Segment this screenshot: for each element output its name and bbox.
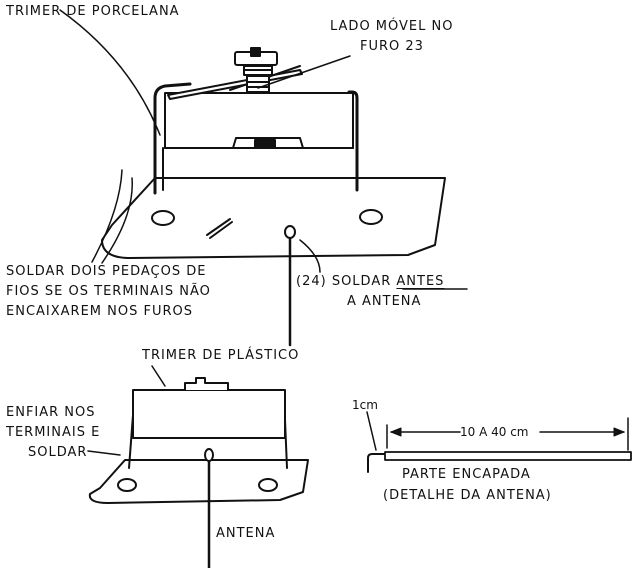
leader-solder-wires-2 bbox=[101, 177, 133, 264]
label-one-cm: 1cm bbox=[352, 398, 378, 412]
dimension-arrow-right bbox=[613, 427, 625, 437]
top-circuit-board bbox=[101, 177, 446, 259]
label-solder-wires-line3: ENCAIXAREM NOS FUROS bbox=[6, 304, 193, 319]
plastic-trimmer-body bbox=[132, 389, 286, 439]
board-hole-left bbox=[151, 210, 175, 226]
top-antenna-wire bbox=[284, 225, 296, 347]
label-solder-wires-line1: SOLDAR DOIS PEDAÇOS DE bbox=[6, 264, 207, 279]
label-moving-side-line2: FURO 23 bbox=[360, 39, 424, 54]
trimmer-stator-plate bbox=[254, 139, 276, 149]
label-solder-before-line1: (24) SOLDAR ANTES bbox=[296, 273, 444, 291]
label-length-range: 10 A 40 cm bbox=[460, 425, 529, 439]
label-covered-part: PARTE ENCAPADA bbox=[402, 467, 531, 482]
label-solder-before-word: ANTES bbox=[396, 274, 445, 289]
label-antenna-detail: (DETALHE DA ANTENA) bbox=[383, 488, 552, 503]
label-antenna: ANTENA bbox=[216, 526, 276, 541]
leader-porcelain bbox=[59, 9, 161, 136]
plastic-trimmer bbox=[128, 377, 288, 469]
label-insert-line1: ENFIAR NOS bbox=[6, 405, 96, 420]
leader-solder-before bbox=[299, 239, 321, 273]
antenna-bare-end bbox=[367, 453, 387, 473]
leader-solder-wires-1 bbox=[91, 169, 123, 263]
trimmer-base-notch bbox=[164, 137, 354, 149]
dimension-arrow-left bbox=[390, 427, 402, 437]
label-plastic-trimmer: TRIMER DE PLÁSTICO bbox=[142, 348, 300, 363]
leader-moving-side bbox=[257, 55, 351, 89]
bottom-hole-left bbox=[117, 478, 137, 492]
label-solder-before-line2: A ANTENA bbox=[347, 294, 422, 309]
antenna-covered-wire bbox=[384, 451, 632, 461]
left-terminal bbox=[153, 82, 192, 195]
adjustment-screw bbox=[234, 47, 278, 93]
board-hole-right bbox=[359, 209, 383, 225]
label-insert-line2: TERMINAIS E bbox=[6, 425, 101, 440]
label-insert-line3: SOLDAR bbox=[28, 445, 88, 460]
leader-plastic bbox=[151, 365, 166, 387]
bottom-hole-right bbox=[258, 478, 278, 492]
leader-one-cm bbox=[366, 411, 377, 451]
antenna-detail bbox=[366, 411, 632, 473]
label-moving-side-line1: LADO MÓVEL NO bbox=[330, 19, 454, 34]
label-solder-wires-line2: FIOS SE OS TERMINAIS NÃO bbox=[6, 284, 211, 299]
bottom-antenna-wire bbox=[204, 448, 214, 568]
plastic-trimmer-knob bbox=[184, 377, 229, 391]
board-slot bbox=[206, 218, 233, 239]
right-terminal bbox=[347, 90, 359, 192]
label-solder-before-prefix: (24) SOLDAR bbox=[296, 274, 392, 289]
plastic-right-terminal bbox=[284, 419, 288, 469]
leader-insert bbox=[87, 450, 121, 456]
label-porcelain-trimmer: TRIMER DE PORCELANA bbox=[6, 4, 180, 19]
porcelain-trimmer bbox=[153, 47, 359, 195]
plastic-left-terminal bbox=[128, 414, 134, 469]
bottom-circuit-board bbox=[88, 459, 309, 504]
